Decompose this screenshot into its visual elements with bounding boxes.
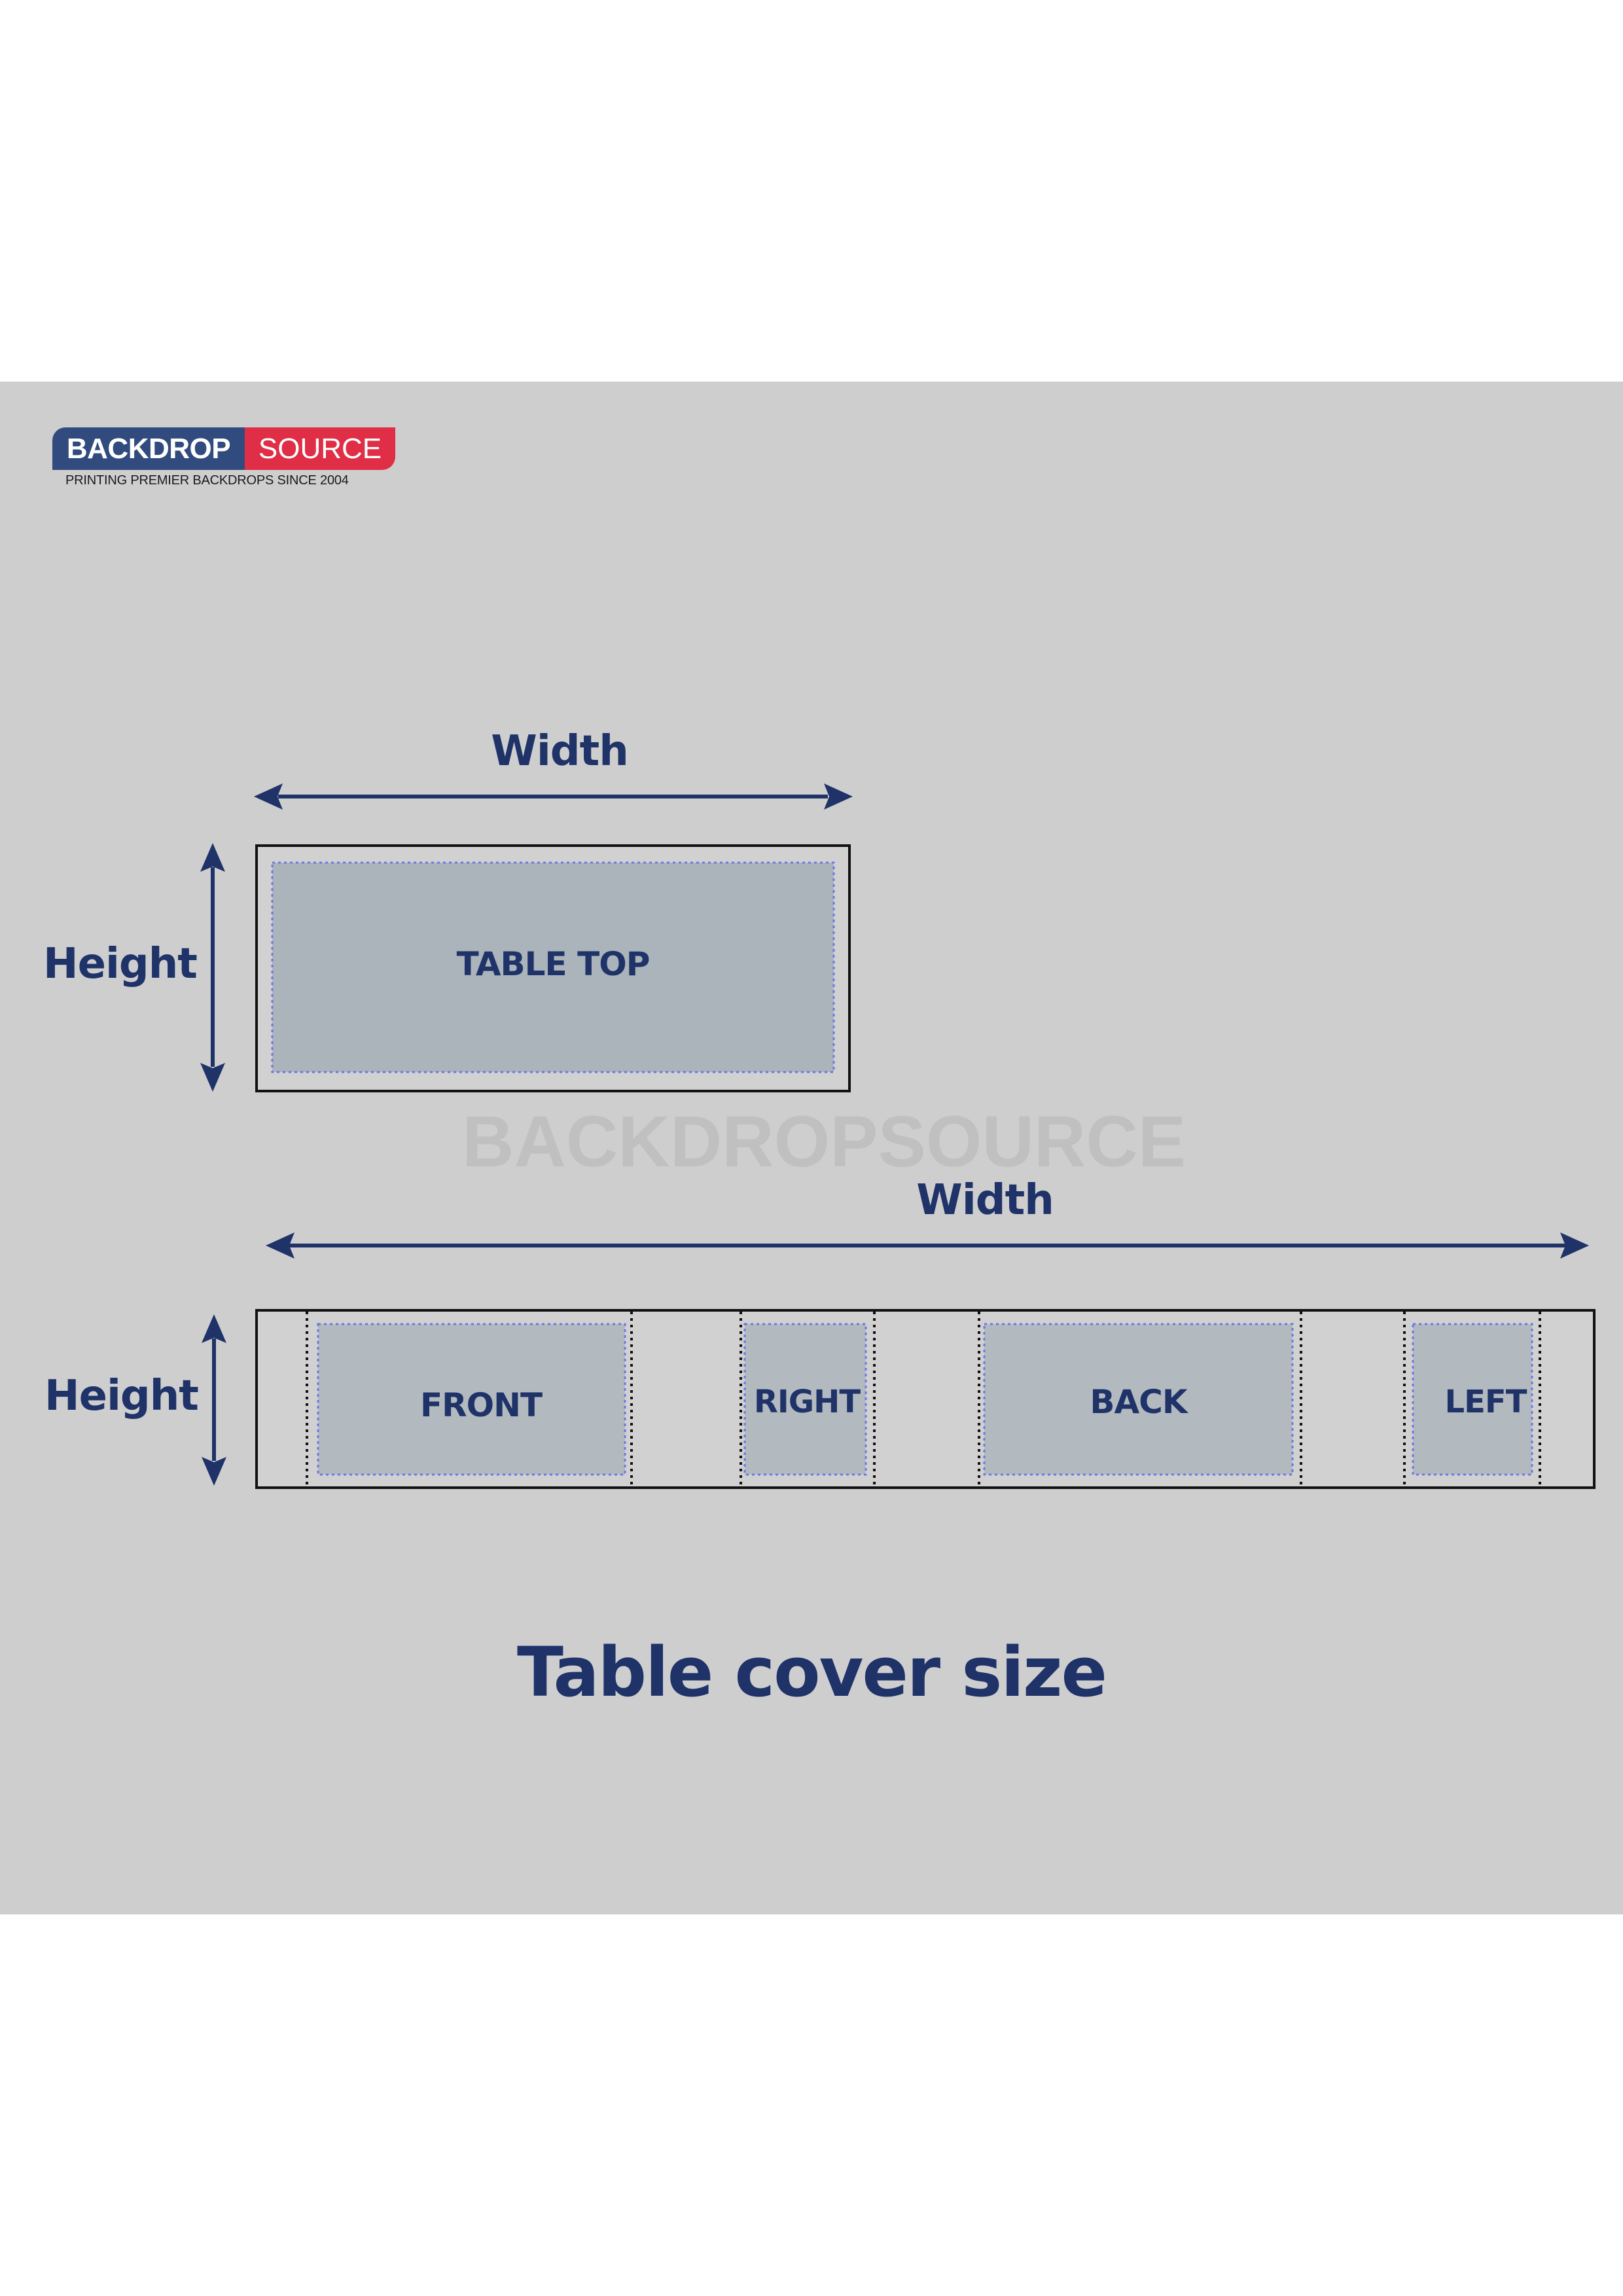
top-width-label: Width	[491, 727, 629, 776]
top-height-label: Height	[43, 940, 198, 988]
right-panel-label: RIGHT	[753, 1383, 861, 1420]
logo-brand-right: SOURCE	[245, 427, 395, 470]
left-panel	[1412, 1323, 1533, 1476]
fold-lines	[306, 1312, 1541, 1486]
brand-logo: BACKDROP SOURCE PRINTING PREMIER BACKDRO…	[52, 427, 395, 488]
wrap-width-arrow-icon	[266, 1232, 1589, 1259]
logo-bar: BACKDROP SOURCE	[52, 427, 395, 470]
front-panel	[317, 1323, 626, 1476]
logo-brand-left: BACKDROP	[52, 427, 245, 470]
right-panel	[743, 1323, 867, 1476]
back-panel-label: BACK	[1090, 1382, 1187, 1421]
top-height-arrow-icon	[200, 843, 225, 1092]
page-title: Table cover size	[516, 1632, 1107, 1712]
logo-tagline: PRINTING PREMIER BACKDROPS SINCE 2004	[65, 473, 349, 488]
front-panel-label: FRONT	[419, 1386, 543, 1424]
back-panel	[983, 1323, 1294, 1476]
table-top-label: TABLE TOP	[456, 945, 651, 983]
table-top-panel	[271, 861, 835, 1073]
watermark-text: BACKDROPSOURCE	[462, 1102, 1186, 1182]
wrap-height-label: Height	[45, 1372, 199, 1420]
wrap-height-arrow-icon	[202, 1314, 226, 1486]
wrap-width-label: Width	[916, 1176, 1054, 1225]
left-panel-label: LEFT	[1444, 1383, 1527, 1420]
background-band	[0, 382, 1623, 1914]
top-width-arrow-icon	[254, 783, 853, 810]
